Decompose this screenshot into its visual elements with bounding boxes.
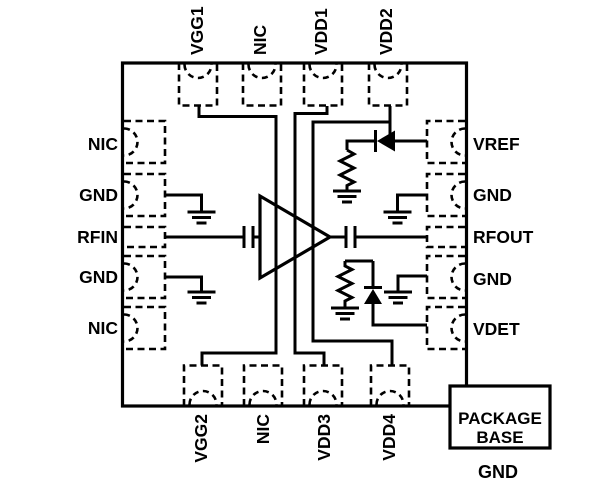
pad-left-gnd-2 — [123, 254, 167, 300]
package-base-label-line2: BASE — [476, 428, 523, 447]
pad-top-vdd1 — [302, 63, 344, 107]
pad-bottom-vdd3 — [302, 364, 344, 406]
vref-resistor — [336, 148, 358, 191]
gnd-wire-left-upper — [165, 193, 203, 212]
gnd-wire-right-upper — [396, 193, 427, 212]
pin-label-vref: VREF — [473, 134, 520, 154]
pad-right-gnd-1 — [425, 172, 466, 218]
package-ground-label: GND — [478, 462, 518, 482]
package-base-box — [448, 384, 552, 450]
pad-right-vref — [425, 119, 466, 165]
vref-diode — [377, 130, 395, 152]
package-base-label-line1: PACKAGE — [458, 409, 542, 428]
input-capacitor — [242, 226, 255, 248]
vdet-wire — [371, 303, 427, 327]
pin-label-left-nic-2: NIC — [88, 318, 119, 338]
ground-symbol-left-upper — [186, 210, 217, 225]
pin-label-vdd2: VDD2 — [376, 8, 396, 55]
ground-symbol-vdet — [329, 306, 361, 321]
pin-label-top-nic: NIC — [250, 25, 270, 56]
pad-bottom-vdd4 — [369, 364, 411, 406]
ground-symbol-right-lower — [382, 290, 414, 305]
pad-right-vdet — [425, 305, 466, 351]
pad-bottom-vgg2 — [182, 364, 224, 406]
pin-label-vgg1: VGG1 — [187, 6, 207, 55]
chip-outline — [120, 61, 469, 408]
pad-right-rfout — [425, 225, 465, 249]
amplifier-symbol — [258, 193, 334, 281]
pad-top-vdd2 — [367, 63, 409, 107]
pin-label-vdet: VDET — [473, 319, 520, 339]
pin-label-rfin: RFIN — [77, 227, 118, 247]
vgg-bias-rail — [197, 106, 278, 366]
pad-bottom-nic — [242, 364, 284, 406]
vdd1-vdd3-rail — [293, 106, 329, 366]
vdet-resistor — [334, 261, 356, 308]
output-capacitor — [344, 226, 357, 248]
pin-label-rfout: RFOUT — [473, 227, 534, 247]
ground-symbol-vref — [331, 189, 363, 204]
pin-label-bottom-nic: NIC — [253, 414, 273, 445]
ground-symbol-left-lower — [186, 290, 217, 305]
pad-left-gnd-1 — [123, 172, 167, 218]
pad-left-nic-2 — [123, 305, 167, 351]
pad-top-nic — [241, 63, 283, 107]
pad-top-vgg1 — [177, 63, 219, 107]
pin-label-vdd4: VDD4 — [379, 414, 399, 461]
pad-right-gnd-2 — [425, 254, 466, 300]
pin-label-left-nic-1: NIC — [88, 134, 119, 154]
pin-label-right-gnd-2: GND — [473, 269, 512, 289]
pin-label-vgg2: VGG2 — [191, 414, 211, 463]
pin-label-vdd3: VDD3 — [314, 414, 334, 461]
vdet-diode — [364, 289, 382, 304]
gnd-wire-right-lower — [396, 274, 427, 292]
vref-diode-to-resistor-wire — [345, 139, 375, 150]
pin-label-right-gnd-1: GND — [473, 185, 512, 205]
pin-label-vdd1: VDD1 — [311, 8, 331, 55]
gnd-wire-left-lower — [165, 275, 203, 292]
pin-label-left-gnd-1: GND — [79, 185, 118, 205]
pin-label-left-gnd-2: GND — [79, 267, 118, 287]
pad-left-rfin — [124, 225, 167, 249]
ground-symbol-right-upper — [382, 210, 413, 225]
pad-left-nic-1 — [123, 119, 167, 165]
